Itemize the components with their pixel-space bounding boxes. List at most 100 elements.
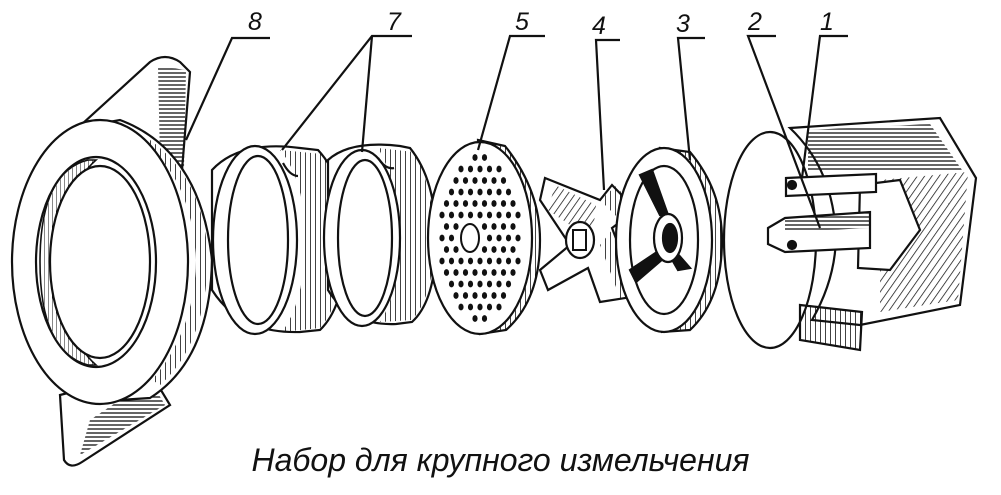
grate-hole — [486, 165, 493, 173]
grate-hole — [458, 280, 464, 288]
grate-hole — [481, 292, 488, 299]
grate-hole — [481, 315, 488, 322]
grate-hole — [505, 211, 512, 219]
grate-hole — [462, 292, 469, 299]
grate-disc-part-5 — [426, 138, 542, 336]
grate-hole — [481, 200, 488, 207]
label-part-3: 3 — [676, 10, 690, 38]
grate-hole — [496, 234, 502, 242]
grate-hole — [472, 177, 478, 184]
grate-hole — [510, 269, 516, 276]
grate-hole — [491, 246, 497, 253]
grate-hole — [448, 280, 455, 288]
grate-hole — [439, 234, 445, 242]
grate-hole — [458, 165, 464, 173]
grate-hole — [515, 211, 521, 219]
grate-hole — [477, 165, 483, 173]
grate-hole — [481, 269, 488, 276]
grate-hole — [486, 234, 493, 242]
spacer-ring-part-7-rear — [322, 143, 438, 328]
grate-hole — [477, 211, 483, 219]
grate-hole — [505, 234, 512, 242]
grate-hole — [458, 211, 464, 219]
grate-hole — [462, 200, 469, 207]
grate-hole — [491, 223, 497, 230]
grate-hole — [500, 292, 507, 299]
grate-hole — [462, 177, 469, 184]
grate-hole — [500, 269, 507, 276]
grate-hole — [500, 223, 507, 230]
grate-hole — [515, 234, 521, 242]
label-part-7: 7 — [387, 8, 402, 36]
grate-hole — [467, 211, 474, 219]
figure-caption: Набор для крупного измельчения — [251, 442, 750, 478]
grate-hole — [500, 200, 507, 207]
grate-hole — [477, 303, 483, 311]
grate-hole — [477, 257, 483, 265]
grate-hole — [486, 188, 493, 196]
grate-hole — [510, 246, 516, 253]
grate-hole — [467, 165, 474, 173]
grate-hole — [505, 188, 512, 196]
grate-hole — [491, 269, 497, 276]
grate-hole — [458, 257, 464, 265]
grate-hole — [510, 223, 516, 230]
label-part-1: 1 — [820, 8, 834, 36]
grate-hole — [443, 246, 450, 253]
grate-hole — [496, 165, 502, 173]
grate-hole — [472, 200, 478, 207]
grate-hole — [472, 315, 478, 322]
grate-hole — [496, 211, 502, 219]
cross-knife-part-4 — [538, 176, 640, 304]
grate-hole — [439, 211, 445, 219]
grate-hole — [472, 292, 478, 299]
grate-hole — [481, 154, 488, 161]
grate-hole — [496, 303, 502, 311]
spacer-ring-part-7-front — [210, 144, 348, 336]
grate-hole — [439, 257, 445, 265]
grate-hole — [453, 269, 459, 276]
grate-hole — [472, 269, 478, 276]
grate-hole — [491, 200, 497, 207]
grate-hole — [467, 257, 474, 265]
grate-hole — [467, 188, 474, 196]
grate-hole — [453, 177, 459, 184]
grate-hole — [477, 280, 483, 288]
grate-hole — [500, 246, 507, 253]
label-part-5: 5 — [515, 8, 529, 36]
grate-hole — [491, 177, 497, 184]
grate-hole — [515, 257, 521, 265]
grate-hole — [486, 257, 493, 265]
grate-hole — [496, 280, 502, 288]
grate-hole — [486, 211, 493, 219]
auger-shaft-part-2 — [766, 172, 878, 254]
grate-hole — [458, 303, 464, 311]
label-part-8: 8 — [248, 8, 262, 36]
grate-hole — [477, 188, 483, 196]
grate-hole — [481, 246, 488, 253]
grate-hole — [453, 223, 459, 230]
grate-hole — [448, 211, 455, 219]
grate-hole — [443, 223, 450, 230]
grate-hole — [472, 154, 478, 161]
leader-lines — [184, 34, 848, 229]
grate-hole — [510, 200, 516, 207]
spoked-disc-part-3 — [614, 146, 724, 334]
ring-nut-part-8 — [10, 55, 214, 467]
grate-hole — [443, 269, 450, 276]
grate-hole — [500, 177, 507, 184]
grate-hole — [453, 246, 459, 253]
grate-hole — [467, 280, 474, 288]
grate-hole — [481, 223, 488, 230]
grate-hole — [491, 292, 497, 299]
grate-hole — [481, 177, 488, 184]
grate-hole — [486, 280, 493, 288]
grate-hole — [443, 200, 450, 207]
grate-hole — [462, 269, 469, 276]
label-part-2: 2 — [747, 8, 762, 36]
label-part-4: 4 — [592, 12, 606, 40]
grate-hole — [496, 188, 502, 196]
grate-hole — [458, 188, 464, 196]
grate-hole — [486, 303, 493, 311]
